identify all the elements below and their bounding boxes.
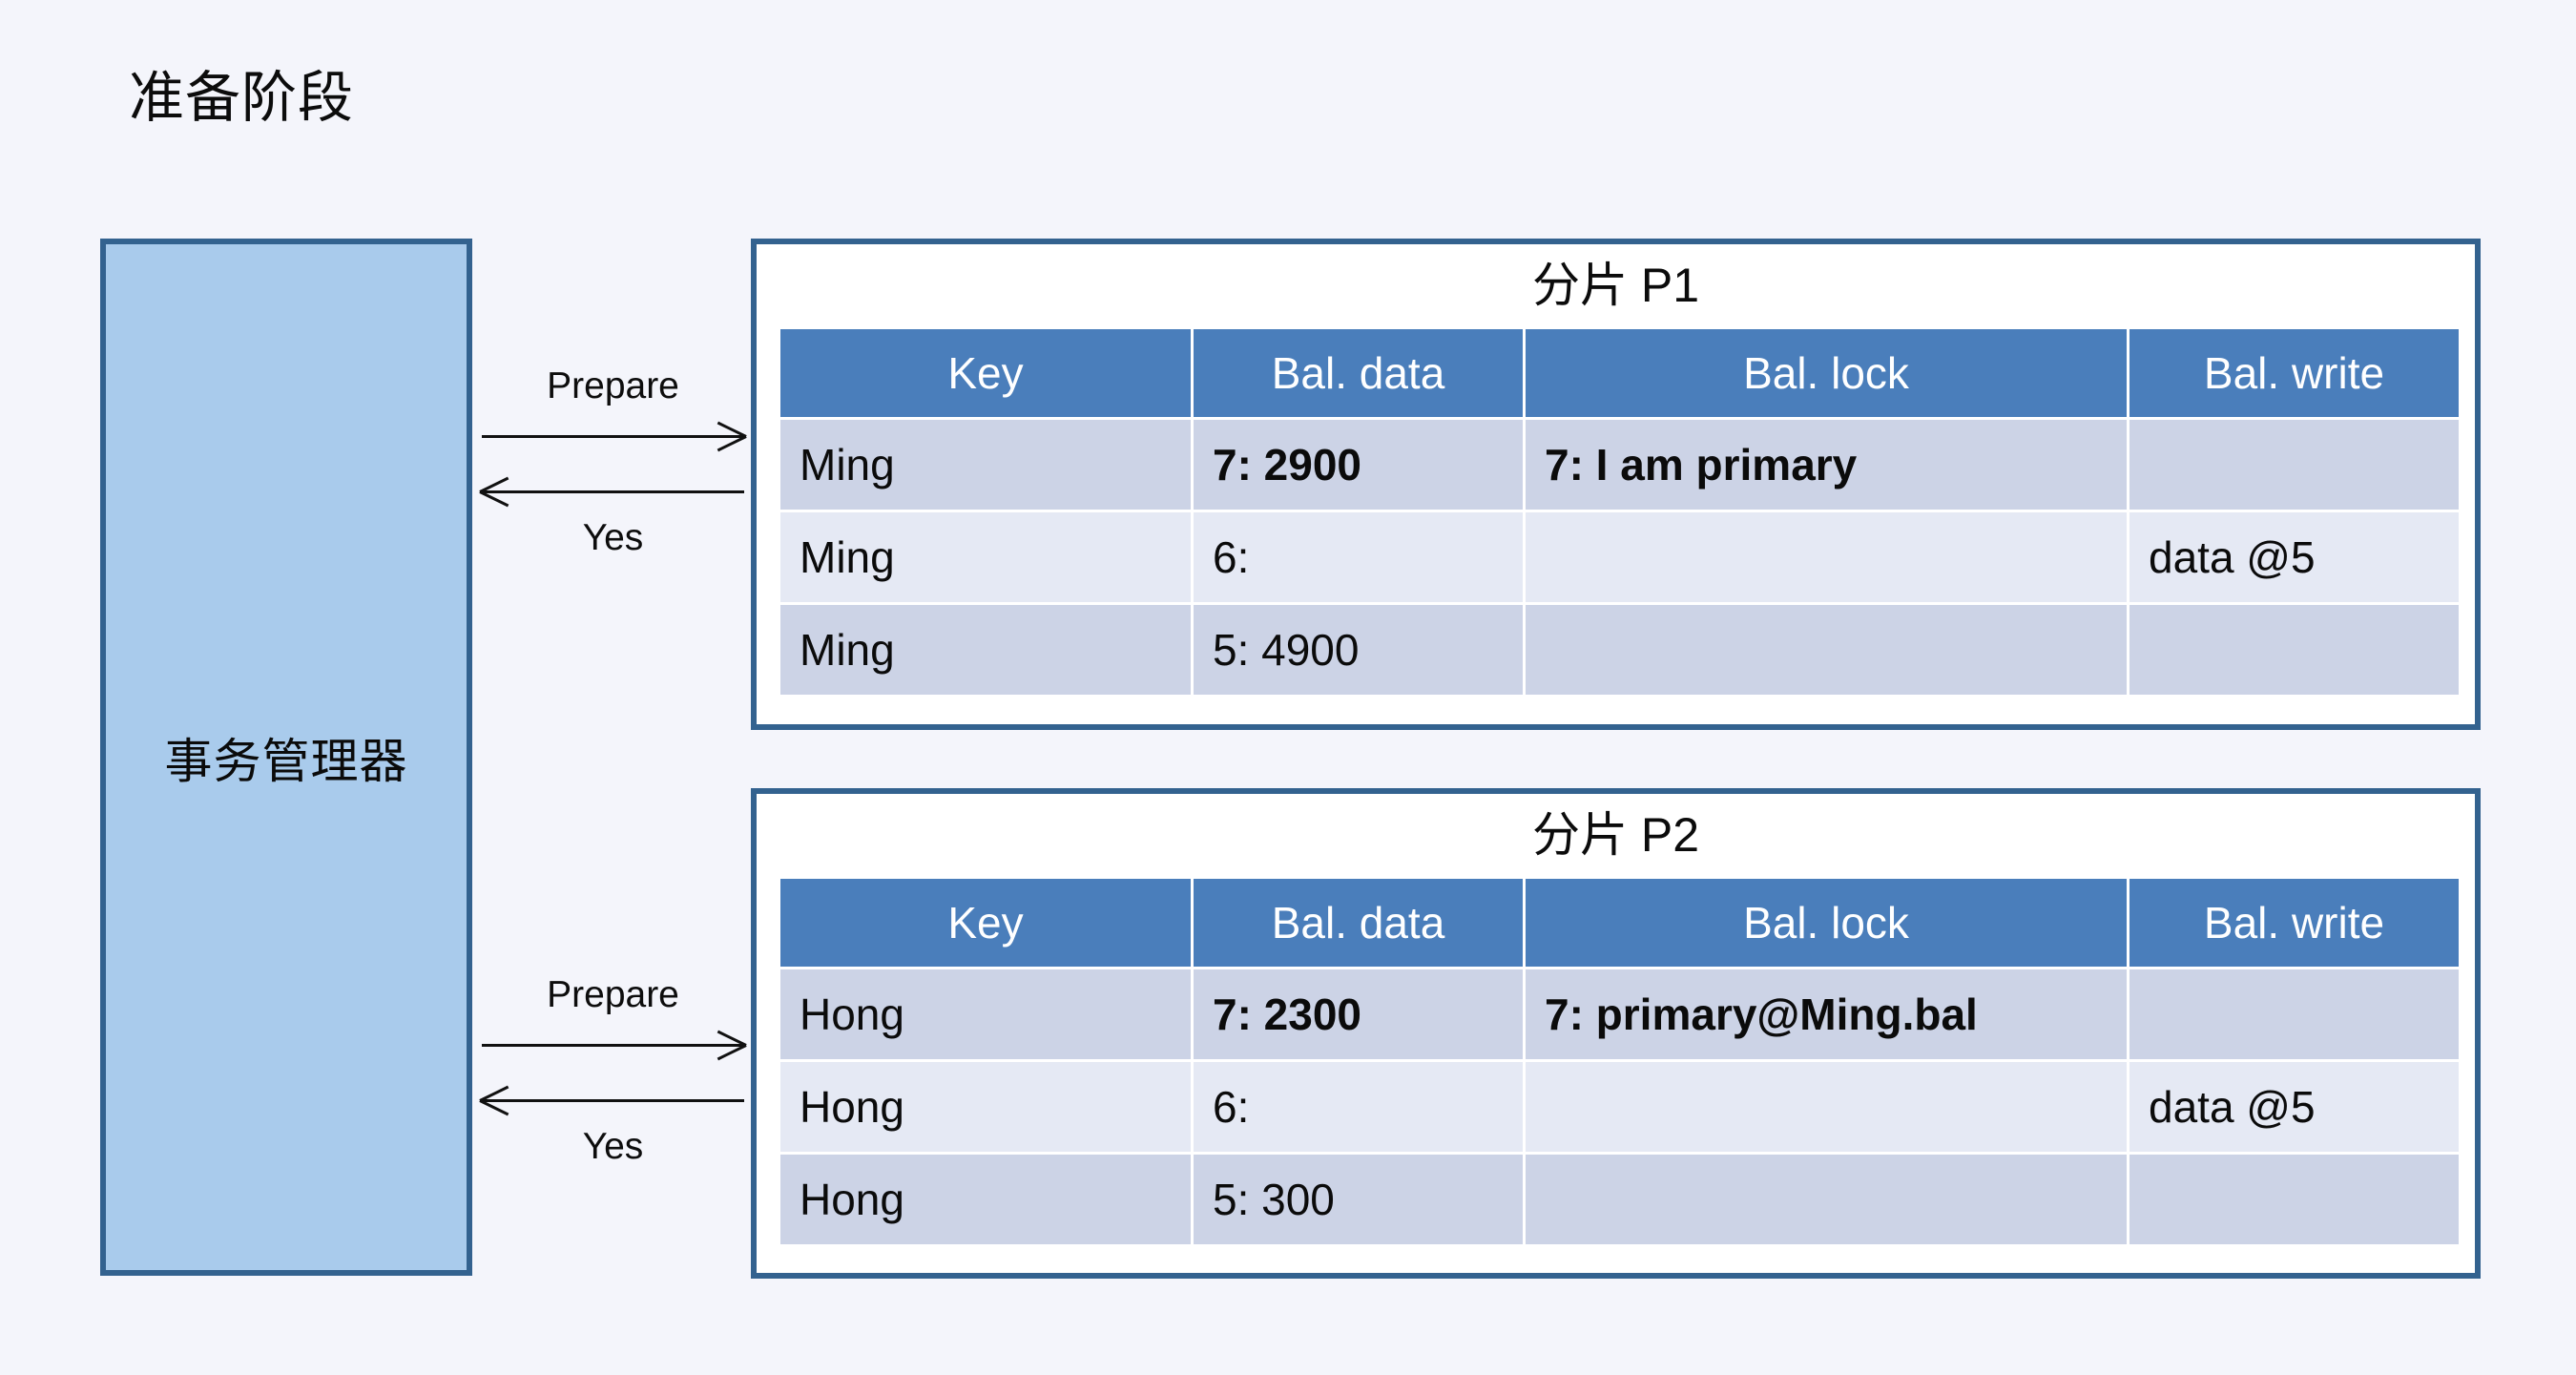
cell-bal-lock: 7: primary@Ming.bal <box>1526 969 2127 1059</box>
table-row: Ming 5: 4900 <box>780 605 2459 695</box>
shard-p2-table: Key Bal. data Bal. lock Bal. write Hong … <box>778 876 2462 1247</box>
flow-p1-response-arrow-icon <box>482 477 744 506</box>
flow-p2-request-label: Prepare <box>547 974 679 1015</box>
table-row: Ming 7: 2900 7: I am primary <box>780 420 2459 510</box>
cell-bal-lock <box>1526 605 2127 695</box>
flow-p1-request-arrow-icon <box>482 422 744 450</box>
cell-bal-lock <box>1526 512 2127 602</box>
column-header-key: Key <box>780 879 1191 967</box>
cell-bal-data: 5: 4900 <box>1194 605 1523 695</box>
cell-bal-data: 7: 2900 <box>1194 420 1523 510</box>
cell-key: Hong <box>780 1062 1191 1152</box>
cell-bal-data: 5: 300 <box>1194 1155 1523 1244</box>
table-row: Hong 6: data @5 <box>780 1062 2459 1152</box>
cell-bal-lock <box>1526 1062 2127 1152</box>
flow-p1-request-label: Prepare <box>547 365 679 406</box>
cell-bal-data: 6: <box>1194 512 1523 602</box>
flow-p2-arrows: Prepare Yes <box>482 974 744 1167</box>
cell-bal-write <box>2129 969 2459 1059</box>
flow-p2-response-arrow-icon <box>482 1086 744 1115</box>
column-header-bal-data: Bal. data <box>1194 879 1523 967</box>
cell-bal-lock: 7: I am primary <box>1526 420 2127 510</box>
cell-key: Ming <box>780 605 1191 695</box>
column-header-key: Key <box>780 329 1191 417</box>
table-row: Hong 5: 300 <box>780 1155 2459 1244</box>
cell-key: Hong <box>780 969 1191 1059</box>
flow-p2-response-label: Yes <box>582 1125 644 1167</box>
column-header-bal-data: Bal. data <box>1194 329 1523 417</box>
cell-bal-write <box>2129 1155 2459 1244</box>
cell-bal-write: data @5 <box>2129 1062 2459 1152</box>
column-header-bal-lock: Bal. lock <box>1526 329 2127 417</box>
transaction-manager-box: 事务管理器 <box>100 239 472 1276</box>
column-header-bal-write: Bal. write <box>2129 879 2459 967</box>
flow-p2-arrow-gap <box>482 1059 744 1086</box>
shard-p2-title: 分片 P2 <box>1531 808 1700 862</box>
page-title: 准备阶段 <box>129 67 355 129</box>
transaction-manager-label: 事务管理器 <box>164 734 408 788</box>
shard-panel-p1: 分片 P1 Key Bal. data Bal. lock Bal. write… <box>751 239 2481 730</box>
table-header-row: Key Bal. data Bal. lock Bal. write <box>780 879 2459 967</box>
column-header-bal-write: Bal. write <box>2129 329 2459 417</box>
cell-key: Hong <box>780 1155 1191 1244</box>
shard-p1-title: 分片 P1 <box>1531 259 1700 312</box>
cell-key: Ming <box>780 512 1191 602</box>
cell-key: Ming <box>780 420 1191 510</box>
cell-bal-write <box>2129 605 2459 695</box>
flow-p1-arrows: Prepare Yes <box>482 365 744 558</box>
column-header-bal-lock: Bal. lock <box>1526 879 2127 967</box>
table-header-row: Key Bal. data Bal. lock Bal. write <box>780 329 2459 417</box>
cell-bal-write <box>2129 420 2459 510</box>
cell-bal-write: data @5 <box>2129 512 2459 602</box>
flow-p1-response-label: Yes <box>582 516 644 558</box>
table-row: Hong 7: 2300 7: primary@Ming.bal <box>780 969 2459 1059</box>
flow-p2-request-arrow-icon <box>482 1031 744 1059</box>
cell-bal-data: 6: <box>1194 1062 1523 1152</box>
cell-bal-data: 7: 2300 <box>1194 969 1523 1059</box>
cell-bal-lock <box>1526 1155 2127 1244</box>
shard-p1-table: Key Bal. data Bal. lock Bal. write Ming … <box>778 326 2462 698</box>
table-row: Ming 6: data @5 <box>780 512 2459 602</box>
flow-p1-arrow-gap <box>482 450 744 477</box>
shard-panel-p2: 分片 P2 Key Bal. data Bal. lock Bal. write… <box>751 788 2481 1279</box>
